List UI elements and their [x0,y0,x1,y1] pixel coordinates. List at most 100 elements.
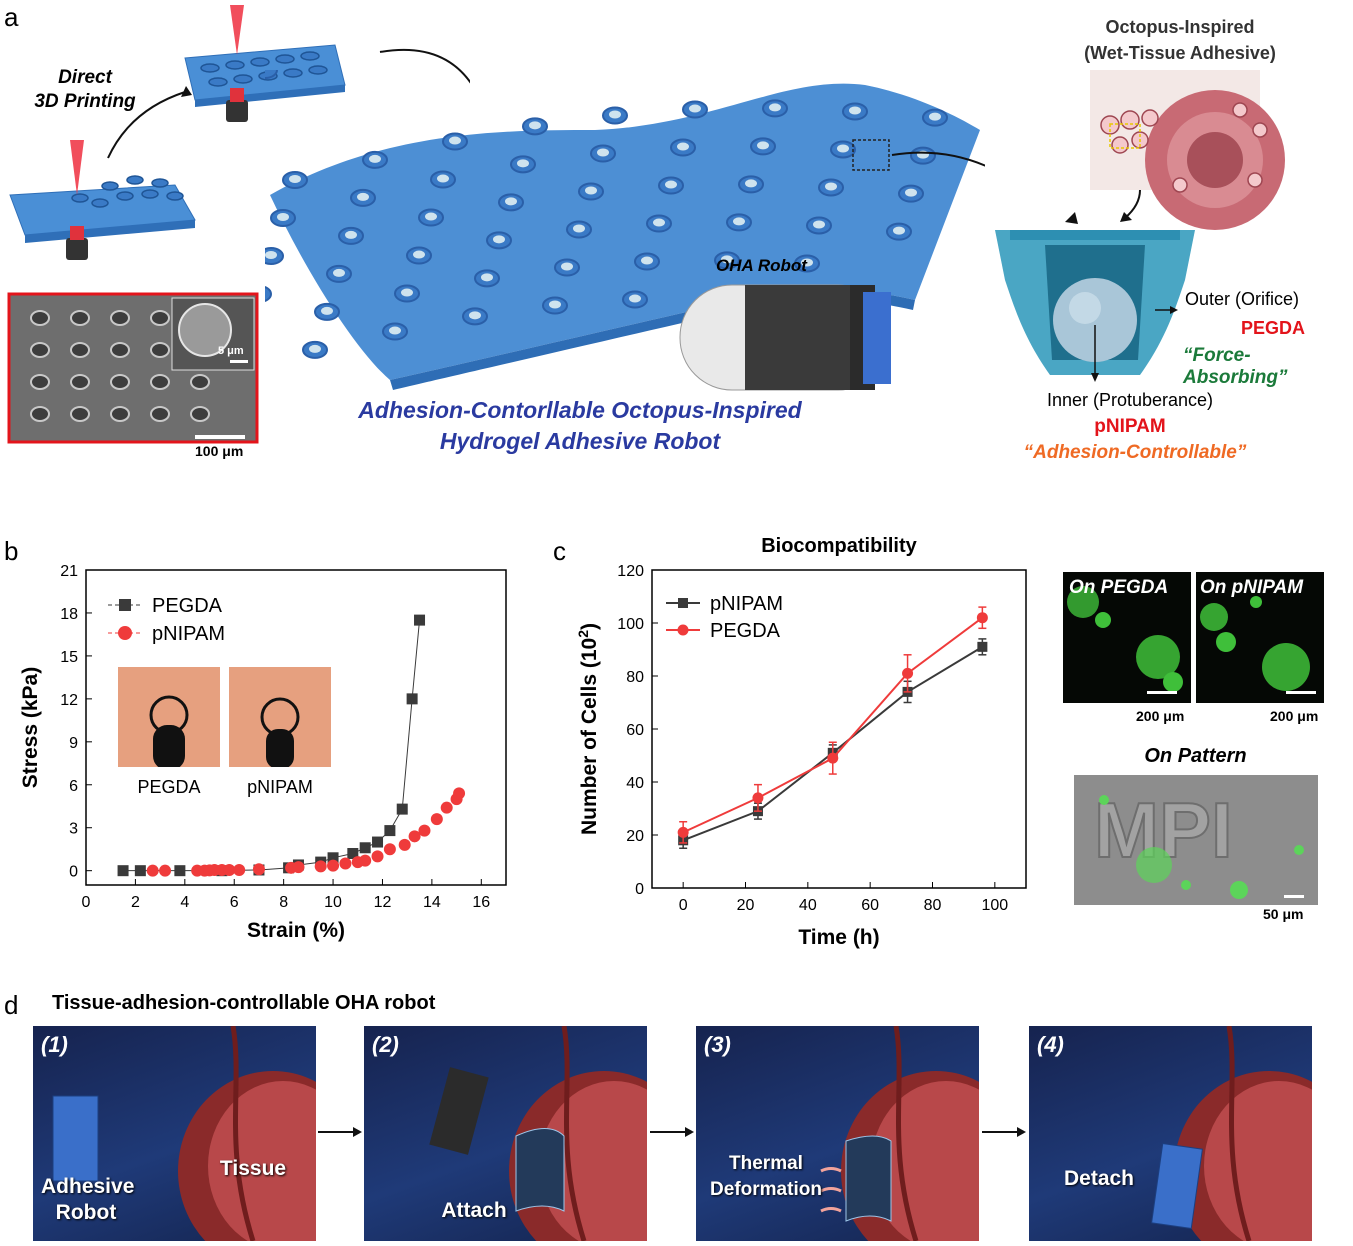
fluor-pegda-label: On PEGDA [1069,577,1169,598]
legend-label: PEGDA [152,595,223,617]
sheet-suction-cup [602,106,628,125]
panel-b-label: b [4,536,19,566]
data-point-pNIPAM [430,813,443,826]
sem-scale-small: 5 μm [218,345,244,357]
inner-desc: “Adhesion-Controllable” [1023,442,1247,463]
inner-label: Inner (Protuberance) [1046,390,1214,410]
oha-robot-label: OHA Robot [716,256,807,275]
arrow-1-2 [318,1127,362,1137]
sheet-suction-cup [394,284,420,303]
y-tick-label: 18 [60,606,78,623]
x-tick-label: 14 [423,894,441,911]
data-point-PEGDA [406,693,418,705]
sheet-suction-cup [682,100,708,119]
sheet-suction-cup [406,246,432,265]
data-point-pNIPAM [408,830,421,843]
data-point-pNIPAM [339,857,352,870]
step-4-panel: (4) Detach [1029,1026,1312,1241]
sheet-suction-cup [314,302,340,321]
inset-pnipam-label: pNIPAM [247,777,313,797]
x-tick-label: 12 [374,894,392,911]
panel-c-label: c [553,536,566,566]
x-tick-label: 0 [679,897,688,914]
data-point-pNIPAM [440,801,453,814]
outer-desc: “Force-Absorbing” [1183,345,1288,388]
sheet-suction-cup [578,182,604,201]
step-3-label-thermal: Thermal [729,1153,803,1174]
y-tick-label: 20 [626,828,644,845]
y-tick-label: 0 [635,881,644,898]
x-tick-label: 2 [131,894,140,911]
pattern-scale: 50 μm [1263,906,1304,922]
step-3-number: (3) [704,1032,731,1057]
legend-label: pNIPAM [710,593,783,615]
sheet-suction-cup [270,209,296,227]
sheet-suction-cup [338,226,364,245]
sheet-suction-cup [646,214,672,233]
y-tick-label: 3 [69,821,78,838]
x-axis-label: Time (h) [798,926,879,949]
sheet-suction-cup [265,247,284,265]
data-point-pNIPAM [252,863,265,876]
sheet-suction-cup [922,108,948,127]
fluor-pegda-image [1063,572,1191,703]
sheet-suction-cup [302,340,328,359]
fluor-pnipam-scale: 200 μm [1270,708,1319,724]
sheet-suction-cup [362,150,388,169]
y-tick-label: 80 [626,669,644,686]
legend-label: pNIPAM [152,623,225,645]
sheet-suction-cup [554,258,580,277]
sheet-suction-cup [566,220,592,239]
sheet-suction-cup [510,155,536,174]
sheet-suction-cup [486,231,512,250]
x-tick-label: 4 [180,894,189,911]
sheet-suction-cup [442,132,468,151]
step-1-number: (1) [41,1032,68,1057]
sheet-suction-cup [522,117,548,136]
y-tick-label: 120 [617,563,644,580]
pattern-image: MPI [1074,775,1318,905]
data-point-PEGDA [359,842,371,854]
sheet-suction-cup [418,208,444,227]
arrow-2-3 [650,1127,694,1137]
data-point-pNIPAM [453,787,466,800]
x-tick-label: 8 [279,894,288,911]
sheet-suction-cup [886,222,912,241]
step-4-number: (4) [1037,1032,1064,1057]
step-4-label-detach: Detach [1063,1167,1135,1190]
data-point-pNIPAM [233,863,246,876]
inner-material: pNIPAM [1094,416,1166,437]
chart-c-title: Biocompatibility [761,535,917,557]
x-tick-label: 20 [737,897,755,914]
y-tick-label: 100 [617,616,644,633]
sheet-suction-cup [542,296,568,315]
outer-label: Outer (Orifice) [1185,289,1300,309]
panel-d-label: d [4,990,19,1020]
step-2-number: (2) [372,1032,399,1057]
hydrogel-sheet-illustration [265,70,985,391]
data-point-PEGDA [414,614,426,626]
sheet-suction-cup [794,254,820,273]
printing-text: Direct 3D Printing [34,67,136,112]
data-point-pNIPAM [327,859,340,872]
sheet-suction-cup [350,188,376,207]
legend-label: PEGDA [710,620,781,642]
octopus-title-line2: (Wet-Tissue Adhesive) [1084,43,1276,63]
data-point-PEGDA [976,612,988,624]
data-point-pNIPAM [159,864,172,877]
inset-pnipam-image [229,667,331,769]
y-tick-label: 40 [626,775,644,792]
x-tick-label: 80 [924,897,942,914]
data-point-PEGDA [677,826,689,838]
panel-a-label: a [4,2,19,32]
step-2-panel: (2) Attach [364,1026,647,1241]
data-point-pNIPAM [359,854,372,867]
x-tick-label: 6 [230,894,239,911]
sheet-suction-cup [430,170,456,189]
sheet-suction-cup [750,137,776,156]
step-2-label-attach: Attach [441,1199,507,1222]
octopus-and-cross-section [995,70,1285,382]
y-axis-label: Stress (kPa) [19,667,42,788]
